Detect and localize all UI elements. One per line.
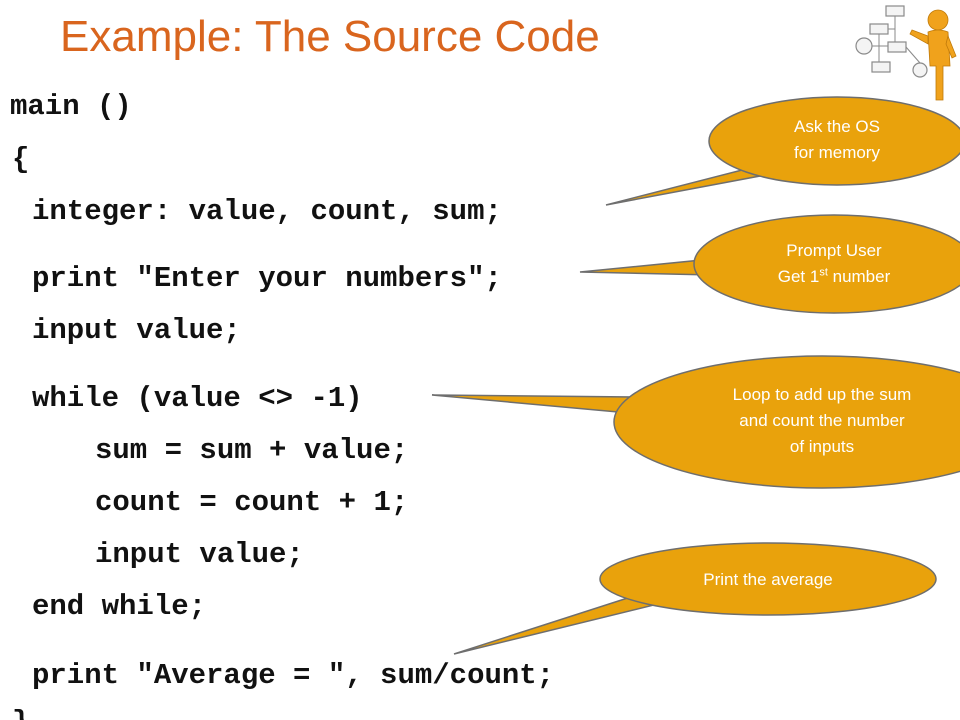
callout-prompt-line2-sup: st (819, 266, 828, 279)
callout-average-line1: Print the average (703, 570, 833, 589)
callout-loop-line2: and count the number (739, 411, 905, 430)
callout-prompt-text: Prompt User Get 1st number (734, 238, 934, 290)
callout-average-pointer (453, 593, 665, 655)
code-line-print-prompt: print "Enter your numbers"; (32, 262, 502, 295)
callout-memory-text: Ask the OS for memory (737, 114, 937, 166)
callout-loop-pointer (431, 394, 642, 415)
code-line-input-first: input value; (32, 314, 241, 347)
code-line-count: count = count + 1; (95, 486, 409, 519)
slide-title: Example: The Source Code (60, 12, 600, 61)
code-line-main: main () (10, 90, 132, 123)
callout-memory-line1: Ask the OS (794, 117, 880, 136)
callout-memory-line2: for memory (794, 143, 880, 162)
callout-memory-pointer (605, 169, 763, 206)
callout-loop-line1: Loop to add up the sum (732, 385, 912, 404)
callout-memory-bubble (708, 96, 960, 186)
callout-prompt-line2: Get 1st number (734, 264, 934, 290)
callout-average-text: Print the average (648, 567, 888, 593)
code-line-end-while: end while; (32, 590, 207, 623)
callout-loop-line3: of inputs (789, 437, 855, 456)
callout-prompt-bubble (693, 214, 960, 314)
code-line-input-loop: input value; (95, 538, 304, 571)
code-line-declaration: integer: value, count, sum; (32, 195, 502, 228)
callout-prompt-line1: Prompt User (786, 241, 882, 260)
flowchart-figure-icon (855, 5, 957, 101)
callout-loop-text: Loop to add up the sum and count the num… (662, 382, 960, 460)
callout-average-bubble (599, 542, 937, 616)
code-line-sum: sum = sum + value; (95, 434, 409, 467)
callout-loop-bubble (613, 355, 960, 489)
code-line-open-brace: { (12, 143, 30, 176)
code-line-print-average: print "Average = ", sum/count; (32, 659, 555, 692)
code-line-close-brace: } (12, 708, 29, 720)
code-line-while: while (value <> -1) (32, 382, 363, 415)
callout-prompt-pointer (579, 258, 713, 276)
callout-prompt-line2-post: number (827, 267, 891, 286)
callout-prompt-line2-pre: Get 1 (777, 267, 820, 286)
